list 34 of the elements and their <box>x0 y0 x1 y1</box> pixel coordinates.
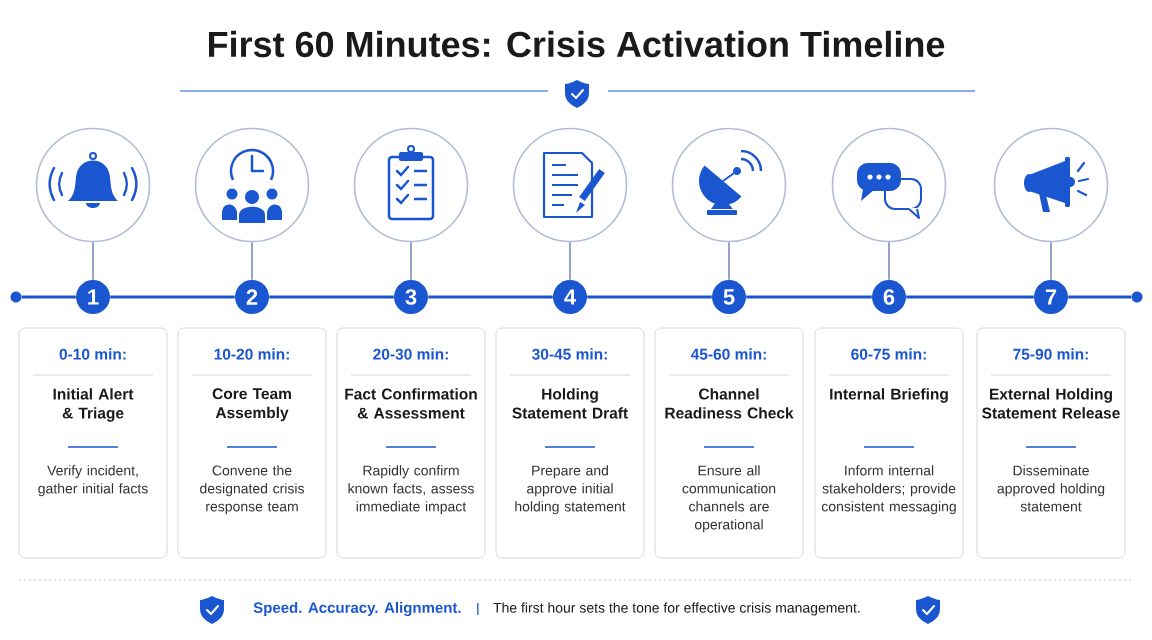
step-card: 0-10 min: Initial Alert & Triage Verify incident, gather initial facts <box>18 327 168 559</box>
timeline-line <box>746 295 872 299</box>
number-badge: 2 <box>235 280 269 314</box>
timeline-line <box>21 295 76 299</box>
step-card: 45-60 min: Channel Readiness Check Ensure all communication channels are operational <box>654 327 804 559</box>
step-card: 30-45 min: Holding Statement Draft Prepare and approve initial holding statement <box>495 327 645 559</box>
icon-circle <box>512 127 628 243</box>
number-badge: 4 <box>553 280 587 314</box>
step-card: 60-75 min: Internal Briefing Inform internal stakeholders; provide consistent messaging <box>814 327 964 559</box>
timeline-line <box>587 295 712 299</box>
footer-note: The first hour sets the tone for effective crisis management. <box>493 602 860 616</box>
connector-line <box>888 241 890 281</box>
timeline-line <box>110 295 235 299</box>
tagline: Speed. Accuracy. Alignment. <box>253 601 461 616</box>
connector-line <box>1050 241 1052 281</box>
number-badge: 6 <box>872 280 906 314</box>
timeline-line <box>269 295 394 299</box>
connector-line <box>92 241 94 281</box>
number-badge: 7 <box>1034 280 1068 314</box>
connector-line <box>728 241 730 281</box>
timeline-line <box>428 295 553 299</box>
step-card: 10-20 min: Core Team Assembly Convene the designated crisis response team <box>177 327 327 559</box>
step-card: 20-30 min: Fact Confirmation & Assessment Rapidly confirm known facts, assess immediate impact <box>336 327 486 559</box>
number-badge: 1 <box>76 280 110 314</box>
number-badge: 3 <box>394 280 428 314</box>
icon-circle <box>353 127 469 243</box>
connector-line <box>569 241 571 281</box>
step-card: 75-90 min: External Holding Statement Release Disseminate approved holding statement <box>976 327 1126 559</box>
timeline-line <box>1068 295 1132 299</box>
timeline-line <box>906 295 1034 299</box>
number-badge: 5 <box>712 280 746 314</box>
connector-line <box>251 241 253 281</box>
connector-line <box>410 241 412 281</box>
title: First 60 Minutes: Crisis Activation Timeline <box>209 30 945 58</box>
